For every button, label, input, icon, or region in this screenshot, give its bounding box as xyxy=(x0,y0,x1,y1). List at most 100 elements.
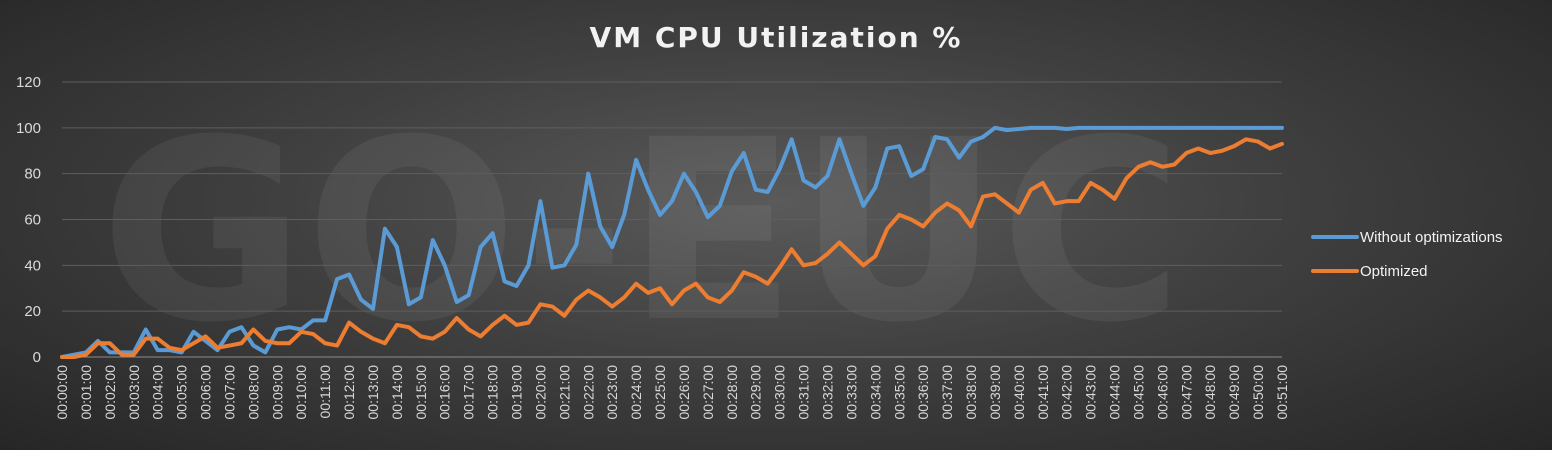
x-tick-label: 00:45:00 xyxy=(1130,365,1146,420)
x-tick: 00:14:00 xyxy=(389,365,405,420)
x-tick-label: 00:24:00 xyxy=(628,365,644,420)
x-tick-label: 00:29:00 xyxy=(748,365,764,420)
x-tick-label: 00:46:00 xyxy=(1154,365,1170,420)
x-tick: 00:37:00 xyxy=(939,365,955,420)
x-tick-label: 00:01:00 xyxy=(78,365,94,420)
x-tick-label: 00:26:00 xyxy=(676,365,692,420)
x-tick: 00:26:00 xyxy=(676,365,692,420)
x-tick: 00:02:00 xyxy=(102,365,118,420)
x-tick: 00:36:00 xyxy=(915,365,931,420)
x-tick-label: 00:05:00 xyxy=(174,365,190,420)
x-tick-label: 00:23:00 xyxy=(604,365,620,420)
x-tick-label: 00:32:00 xyxy=(819,365,835,420)
x-tick: 00:48:00 xyxy=(1202,365,1218,420)
x-tick-label: 00:10:00 xyxy=(293,365,309,420)
series-line-optimized xyxy=(60,137,1284,359)
y-tick-label: 60 xyxy=(24,212,41,229)
x-tick-label: 00:28:00 xyxy=(724,365,740,420)
x-tick-label: 00:51:00 xyxy=(1274,365,1290,420)
x-tick: 00:17:00 xyxy=(461,365,477,420)
x-tick: 00:27:00 xyxy=(700,365,716,420)
x-tick-label: 00:38:00 xyxy=(963,365,979,420)
x-tick-label: 00:15:00 xyxy=(413,365,429,420)
x-tick: 00:35:00 xyxy=(891,365,907,420)
x-tick-label: 00:25:00 xyxy=(652,365,668,420)
y-tick-label: 20 xyxy=(24,303,41,320)
legend-label-optimized: Optimized xyxy=(1360,263,1428,280)
x-tick: 00:49:00 xyxy=(1226,365,1242,420)
x-tick-label: 00:33:00 xyxy=(843,365,859,420)
y-tick-label: 40 xyxy=(24,257,41,274)
x-tick: 00:10:00 xyxy=(293,365,309,420)
x-tick-label: 00:50:00 xyxy=(1250,365,1266,420)
x-tick: 00:30:00 xyxy=(772,365,788,420)
x-tick: 00:44:00 xyxy=(1107,365,1123,420)
series-line-without-optimizations xyxy=(60,125,1284,359)
x-tick: 00:29:00 xyxy=(748,365,764,420)
x-tick: 00:19:00 xyxy=(509,365,525,420)
x-tick-label: 00:36:00 xyxy=(915,365,931,420)
x-tick-label: 00:40:00 xyxy=(1011,365,1027,420)
legend: Without optimizations Optimized xyxy=(1311,229,1503,280)
x-tick: 00:15:00 xyxy=(413,365,429,420)
x-tick: 00:45:00 xyxy=(1130,365,1146,420)
x-tick: 00:16:00 xyxy=(437,365,453,420)
x-tick-label: 00:19:00 xyxy=(509,365,525,420)
x-tick-label: 00:39:00 xyxy=(987,365,1003,420)
x-tick: 00:06:00 xyxy=(198,365,214,420)
x-tick-label: 00:30:00 xyxy=(772,365,788,420)
x-tick-label: 00:08:00 xyxy=(245,365,261,420)
x-tick-label: 00:20:00 xyxy=(532,365,548,420)
x-tick-label: 00:21:00 xyxy=(556,365,572,420)
x-tick: 00:51:00 xyxy=(1274,365,1290,420)
x-tick: 00:22:00 xyxy=(580,365,596,420)
x-tick-label: 00:47:00 xyxy=(1178,365,1194,420)
x-tick: 00:32:00 xyxy=(819,365,835,420)
x-tick-label: 00:31:00 xyxy=(796,365,812,420)
x-tick: 00:39:00 xyxy=(987,365,1003,420)
x-tick: 00:43:00 xyxy=(1083,365,1099,420)
x-tick-label: 00:22:00 xyxy=(580,365,596,420)
y-tick-label: 0 xyxy=(33,349,41,366)
x-tick-label: 00:17:00 xyxy=(461,365,477,420)
x-tick-label: 00:13:00 xyxy=(365,365,381,420)
x-tick-label: 00:35:00 xyxy=(891,365,907,420)
series-lines xyxy=(60,125,1284,359)
x-tick-label: 00:09:00 xyxy=(269,365,285,420)
x-tick: 00:25:00 xyxy=(652,365,668,420)
x-tick: 00:38:00 xyxy=(963,365,979,420)
x-tick-label: 00:12:00 xyxy=(341,365,357,420)
x-tick: 00:04:00 xyxy=(150,365,166,420)
x-tick: 00:18:00 xyxy=(485,365,501,420)
legend-label-without-optimizations: Without optimizations xyxy=(1360,229,1503,246)
x-tick: 00:11:00 xyxy=(317,365,333,419)
x-tick: 00:40:00 xyxy=(1011,365,1027,420)
x-tick: 00:24:00 xyxy=(628,365,644,420)
x-tick: 00:34:00 xyxy=(867,365,883,420)
x-tick-label: 00:42:00 xyxy=(1059,365,1075,420)
x-tick-label: 00:48:00 xyxy=(1202,365,1218,420)
x-tick-label: 00:44:00 xyxy=(1107,365,1123,420)
x-tick: 00:28:00 xyxy=(724,365,740,420)
x-tick: 00:08:00 xyxy=(245,365,261,420)
x-tick-label: 00:03:00 xyxy=(126,365,142,420)
x-tick: 00:41:00 xyxy=(1035,365,1051,420)
x-tick: 00:50:00 xyxy=(1250,365,1266,420)
x-tick: 00:46:00 xyxy=(1154,365,1170,420)
y-tick-label: 100 xyxy=(16,120,41,137)
x-tick: 00:21:00 xyxy=(556,365,572,420)
x-tick: 00:09:00 xyxy=(269,365,285,420)
x-tick: 00:47:00 xyxy=(1178,365,1194,420)
x-tick: 00:33:00 xyxy=(843,365,859,420)
x-tick-label: 00:41:00 xyxy=(1035,365,1051,420)
x-tick-label: 00:14:00 xyxy=(389,365,405,420)
x-tick-label: 00:49:00 xyxy=(1226,365,1242,420)
x-tick-label: 00:34:00 xyxy=(867,365,883,420)
x-axis-ticks: 00:00:00 00:01:00 00:02:00 00:03:00 00:04:00… xyxy=(54,365,1290,420)
x-tick: 00:12:00 xyxy=(341,365,357,420)
x-tick-label: 00:00:00 xyxy=(54,365,70,420)
x-tick-label: 00:02:00 xyxy=(102,365,118,420)
x-tick: 00:07:00 xyxy=(221,365,237,420)
y-tick-label: 80 xyxy=(24,166,41,183)
